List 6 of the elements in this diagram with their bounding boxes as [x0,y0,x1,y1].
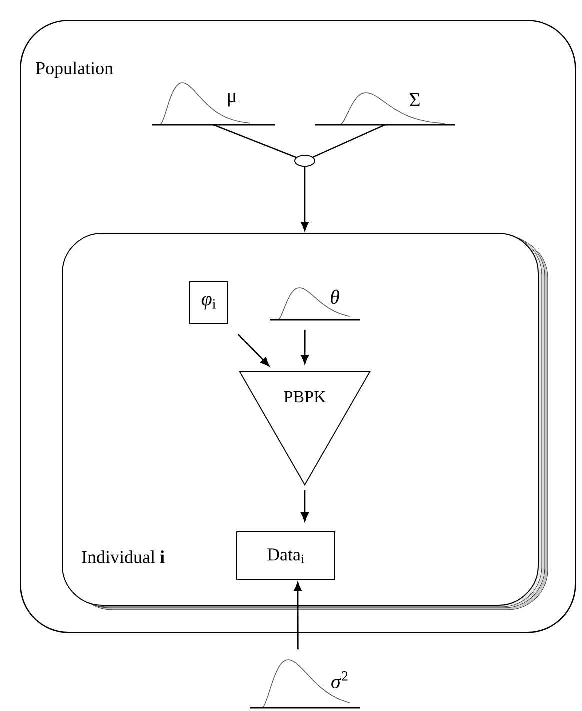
panel-label: Population [36,62,114,78]
parameter-label: Σ [410,93,420,107]
parameter-label: μ [228,93,237,107]
junction-ellipse [294,155,316,167]
arrow [301,167,309,232]
parameter-label: σ$^{2}$ [332,672,348,688]
